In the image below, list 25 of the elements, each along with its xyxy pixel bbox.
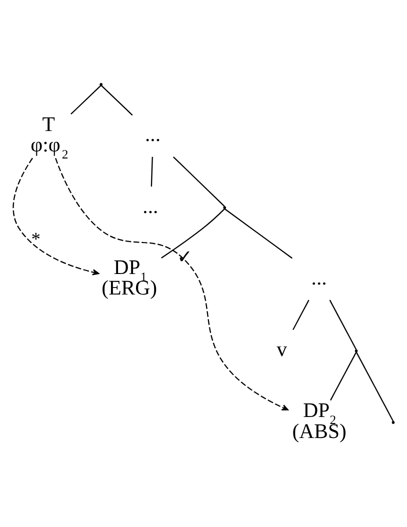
node-text: DP$_{2}$ (ABS) (292, 398, 346, 442)
connector (292, 299, 310, 330)
arrow (55, 158, 288, 410)
node-point (223, 206, 226, 209)
node-point (392, 420, 395, 424)
edge-label: * (31, 228, 41, 248)
node-text: ... (311, 266, 327, 289)
connector (70, 84, 102, 114)
connector (224, 208, 292, 258)
connector (161, 208, 225, 258)
connector (329, 299, 357, 350)
node-point (100, 82, 103, 86)
node-text: v (276, 337, 288, 360)
edge-label: ✓ (177, 246, 192, 266)
node-text: ... (142, 194, 158, 218)
connector (356, 351, 394, 421)
node-text: T φ:φ$_{2}$ (30, 112, 68, 162)
node-text: ... (144, 122, 161, 146)
connector (150, 156, 153, 186)
connector (100, 84, 133, 116)
arrow (12, 157, 100, 275)
node-text: DP$_{1}$ (ERG) (102, 255, 158, 300)
connector (172, 156, 225, 206)
node-point (354, 348, 358, 352)
connector (330, 351, 357, 400)
